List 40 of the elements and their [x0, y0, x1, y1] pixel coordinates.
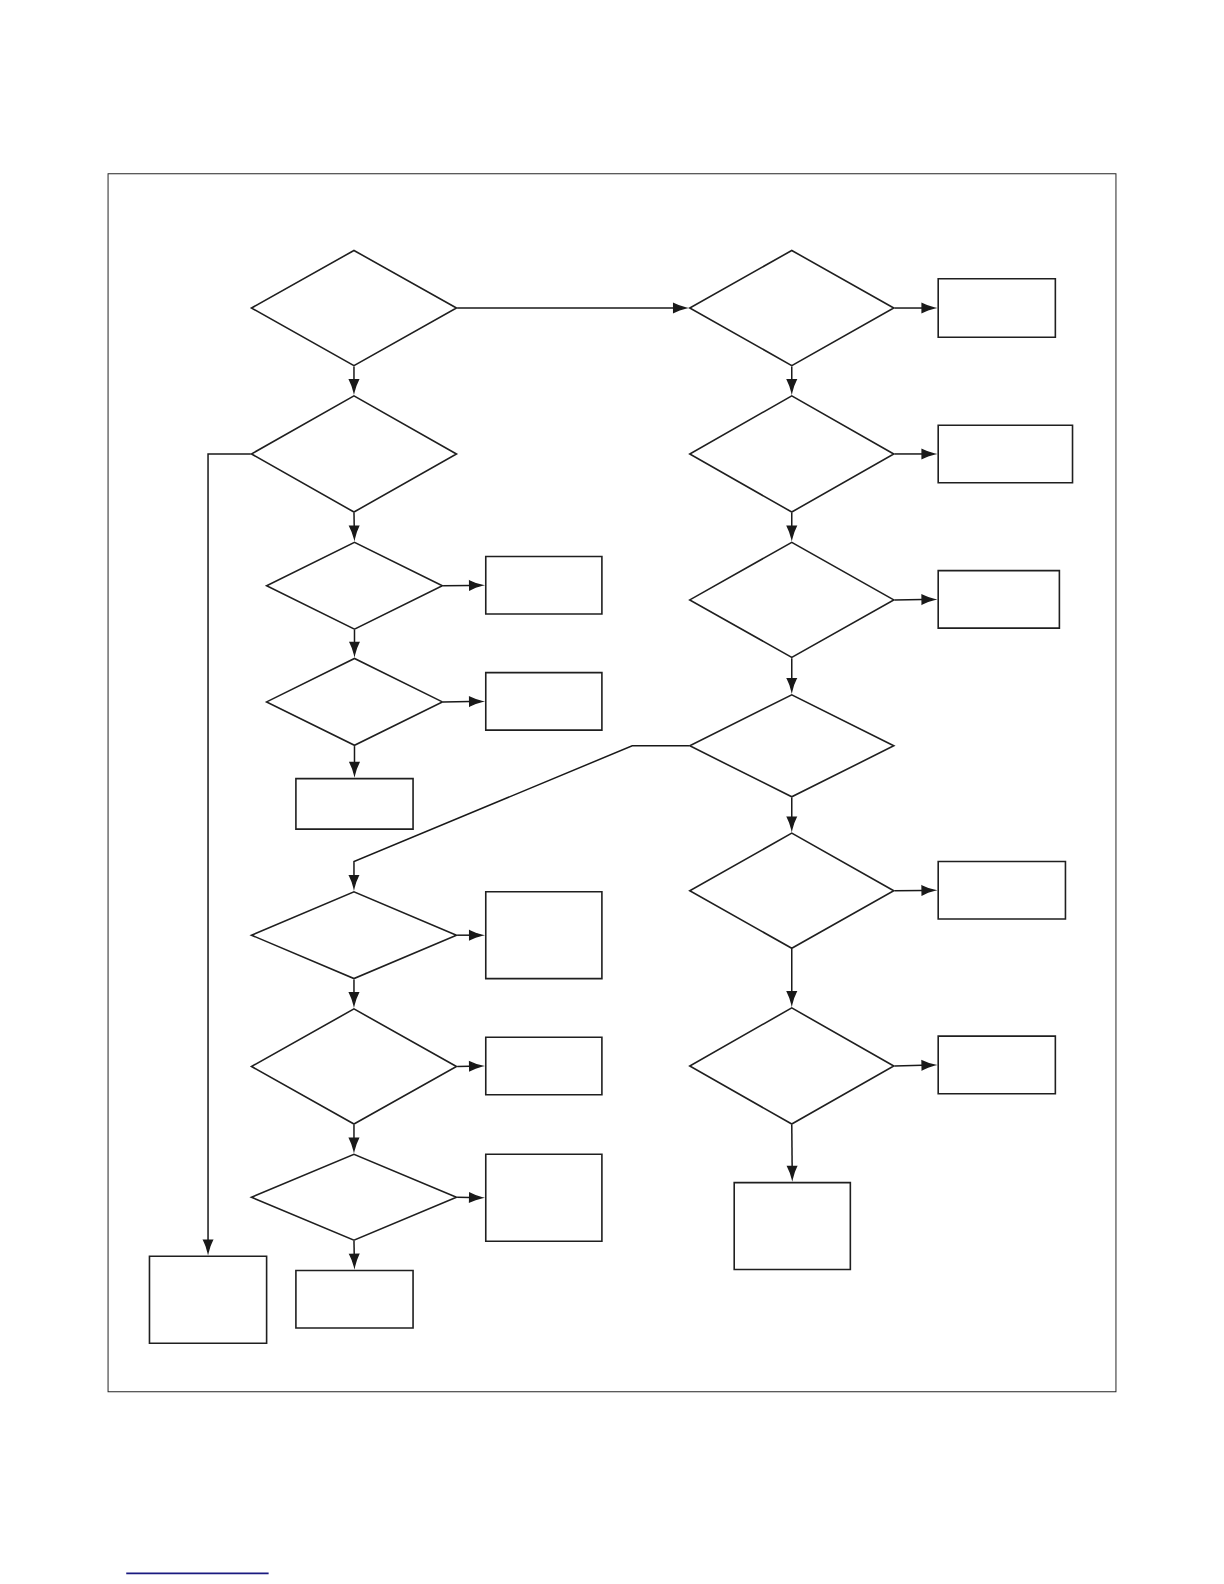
arrow: [893, 594, 935, 605]
arrow: [893, 302, 935, 314]
arrow: [348, 745, 690, 889]
arrow: [349, 745, 360, 776]
arrow: [442, 696, 483, 707]
process-box: [295, 1269, 414, 1329]
arrow: [349, 1240, 360, 1268]
arrow: [442, 580, 483, 591]
arrow: [348, 978, 360, 1006]
arrow: [893, 885, 935, 896]
process-box: [484, 1153, 603, 1242]
arrow: [893, 448, 935, 460]
process-box: [937, 424, 1074, 484]
arrow: [456, 1192, 483, 1203]
arrow: [893, 1060, 935, 1071]
process-box: [148, 1255, 268, 1344]
process-box: [484, 1036, 603, 1096]
arrow: [786, 796, 797, 830]
process-box: [484, 671, 603, 731]
arrow: [202, 453, 252, 1253]
arrow: [348, 1124, 360, 1151]
process-box: [484, 555, 603, 615]
process-box: [937, 860, 1067, 920]
process-box: [295, 777, 414, 830]
process-box: [937, 1035, 1057, 1095]
arrow: [349, 512, 360, 539]
arrow: [786, 657, 797, 692]
arrow: [786, 512, 797, 539]
arrow: [456, 302, 687, 314]
process-box: [733, 1181, 852, 1271]
process-box: [937, 569, 1061, 629]
process-box: [937, 277, 1057, 339]
arrow: [456, 930, 483, 941]
arrow: [786, 365, 797, 393]
arrow: [786, 948, 797, 1005]
arrow: [349, 629, 360, 656]
arrow: [348, 365, 360, 393]
arrow: [456, 1061, 483, 1072]
process-box: [484, 890, 603, 980]
arrow: [787, 1124, 798, 1180]
